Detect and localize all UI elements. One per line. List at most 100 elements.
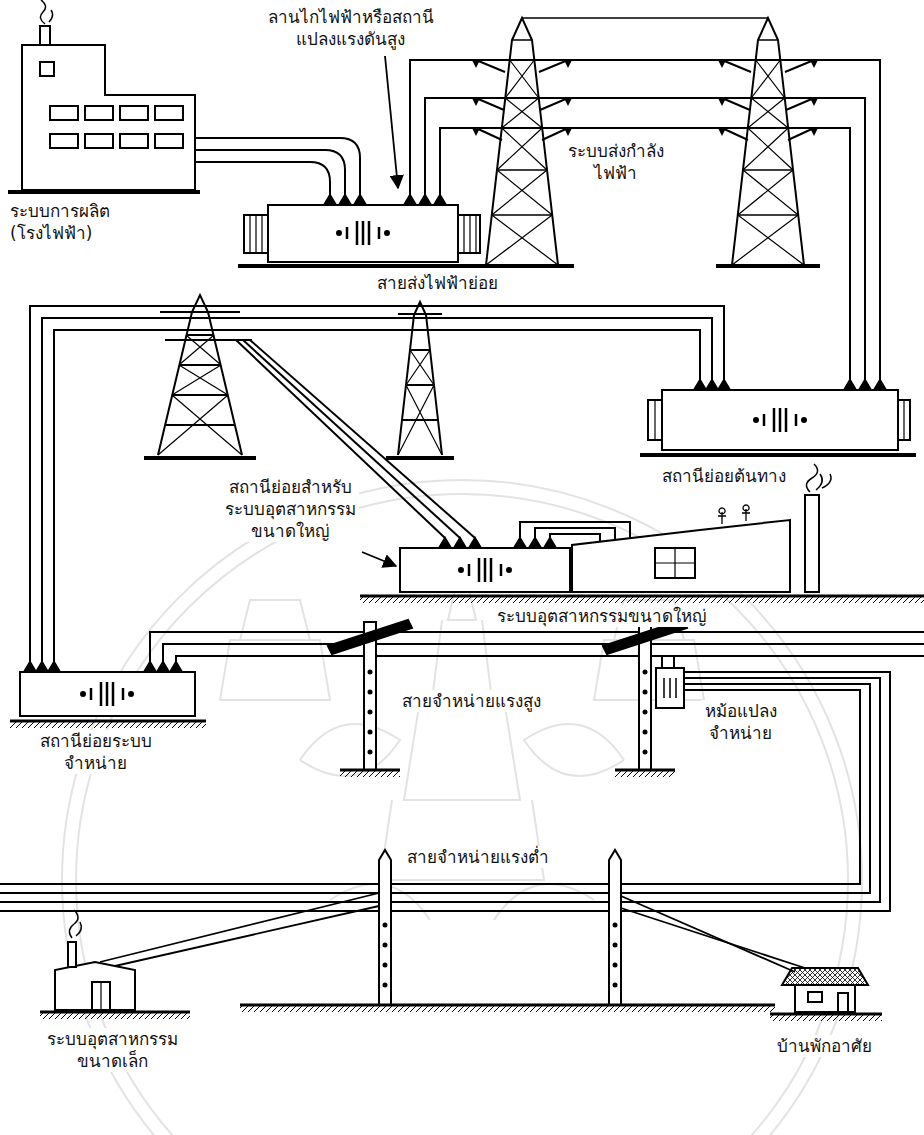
step-up-transformer <box>244 215 268 253</box>
subtransmission-tower <box>386 456 454 460</box>
lv-pole <box>379 850 621 1005</box>
hv-pole <box>328 620 412 654</box>
power-plant <box>155 106 183 120</box>
source-substation <box>874 380 886 390</box>
power-plant <box>40 0 52 24</box>
industrial-substation <box>535 528 615 541</box>
lv-pole <box>613 983 618 988</box>
industrial-substation <box>400 548 570 592</box>
large-factory <box>718 505 750 524</box>
small-factory <box>40 1011 190 1014</box>
distribution-substation <box>157 662 169 672</box>
subtransmission-lines <box>30 306 724 662</box>
hv-pole <box>368 710 373 715</box>
service-drops <box>115 906 379 966</box>
source-substation <box>859 380 871 390</box>
generator-leads <box>195 138 360 195</box>
caption-label: สถานีย่อยสำหรับ ระบบอุตสาหกรรม ขนาดใหญ่ <box>221 476 359 542</box>
hv-pole <box>643 710 648 715</box>
house <box>795 985 855 1012</box>
industrial-substation <box>514 538 526 548</box>
watermark-emblem <box>76 494 848 1135</box>
source-substation <box>718 380 730 390</box>
small-factory <box>68 942 76 967</box>
hv-pole <box>368 750 373 755</box>
transmission-lines <box>814 98 865 380</box>
subtransmission-tower <box>160 312 252 340</box>
lv-pole <box>383 923 388 928</box>
hv-pole <box>643 730 648 735</box>
step-up-transformer <box>419 195 431 205</box>
house <box>838 993 848 1012</box>
small-factory <box>92 982 110 1010</box>
house <box>770 1015 882 1021</box>
distribution-substation <box>10 662 206 728</box>
large-factory <box>572 464 831 592</box>
lv-pole <box>613 943 618 948</box>
caption-label: ระบบส่งกำลัง ไฟฟ้า <box>564 140 667 184</box>
hv-pole <box>643 670 648 675</box>
ground-line <box>360 597 924 603</box>
hv-pole <box>615 769 675 772</box>
power-plant <box>50 106 78 120</box>
step-up-transformer <box>404 195 416 205</box>
distribution-substation <box>81 682 133 706</box>
lv-pole <box>609 850 621 1005</box>
industrial-substation <box>469 538 481 548</box>
step-up-transformer <box>238 264 484 268</box>
lv-pole <box>383 983 388 988</box>
source-substation <box>654 400 655 440</box>
hv-distribution-lines <box>176 656 924 662</box>
caption-label: สถานีย่อยต้นทาง <box>660 465 791 487</box>
ground-line <box>360 595 924 598</box>
power-plant <box>155 134 183 148</box>
callout-arrow <box>362 552 396 566</box>
source-substation <box>706 380 718 390</box>
power-plant <box>22 45 195 190</box>
subtransmission-lines <box>30 306 724 662</box>
service-drops <box>100 893 379 962</box>
service-drops <box>621 908 805 968</box>
ground-line <box>240 1005 775 1012</box>
callout-arrow <box>385 56 398 188</box>
hv-pole <box>340 769 400 772</box>
source-substation <box>844 380 856 390</box>
ground-line <box>240 1006 775 1012</box>
lv-pole <box>379 850 391 1005</box>
power-plant <box>8 0 200 192</box>
hv-pole <box>340 771 400 777</box>
subtransmission-lines <box>42 318 712 662</box>
hv-pole <box>615 771 675 777</box>
power-plant <box>50 134 78 148</box>
subtransmission-tower <box>398 313 442 315</box>
source-substation <box>640 453 916 457</box>
pole-transformer <box>0 690 860 884</box>
callout-arrow <box>362 552 396 566</box>
generator-leads <box>195 150 345 195</box>
small-factory <box>40 1013 190 1019</box>
subtransmission-tower <box>402 350 438 420</box>
caption-label: สายจำหน่ายแรงต่ำ <box>405 846 554 868</box>
pole-transformer <box>0 656 890 911</box>
hv-pole <box>364 622 376 770</box>
step-up-transformer <box>250 215 262 253</box>
transmission-lines <box>440 128 476 195</box>
large-factory <box>572 520 790 592</box>
pole-transformer <box>664 678 676 698</box>
source-substation <box>754 408 806 432</box>
pole-transformer <box>0 678 880 902</box>
house <box>782 968 868 985</box>
step-up-transformer <box>434 195 446 205</box>
hv-pole <box>639 622 651 770</box>
watermark-emblem <box>300 724 624 920</box>
house <box>770 1013 882 1016</box>
generator-leads <box>195 138 360 195</box>
subtransmission-tower <box>398 302 442 455</box>
caption-label: สถานีย่อยระบบ จำหน่าย <box>36 730 155 774</box>
pole-transformer <box>662 656 674 668</box>
subtransmission-tower <box>398 350 442 455</box>
source-substation <box>648 400 662 440</box>
source-substation <box>694 380 706 390</box>
step-up-transformer <box>339 195 351 205</box>
hv-pole <box>643 750 648 755</box>
